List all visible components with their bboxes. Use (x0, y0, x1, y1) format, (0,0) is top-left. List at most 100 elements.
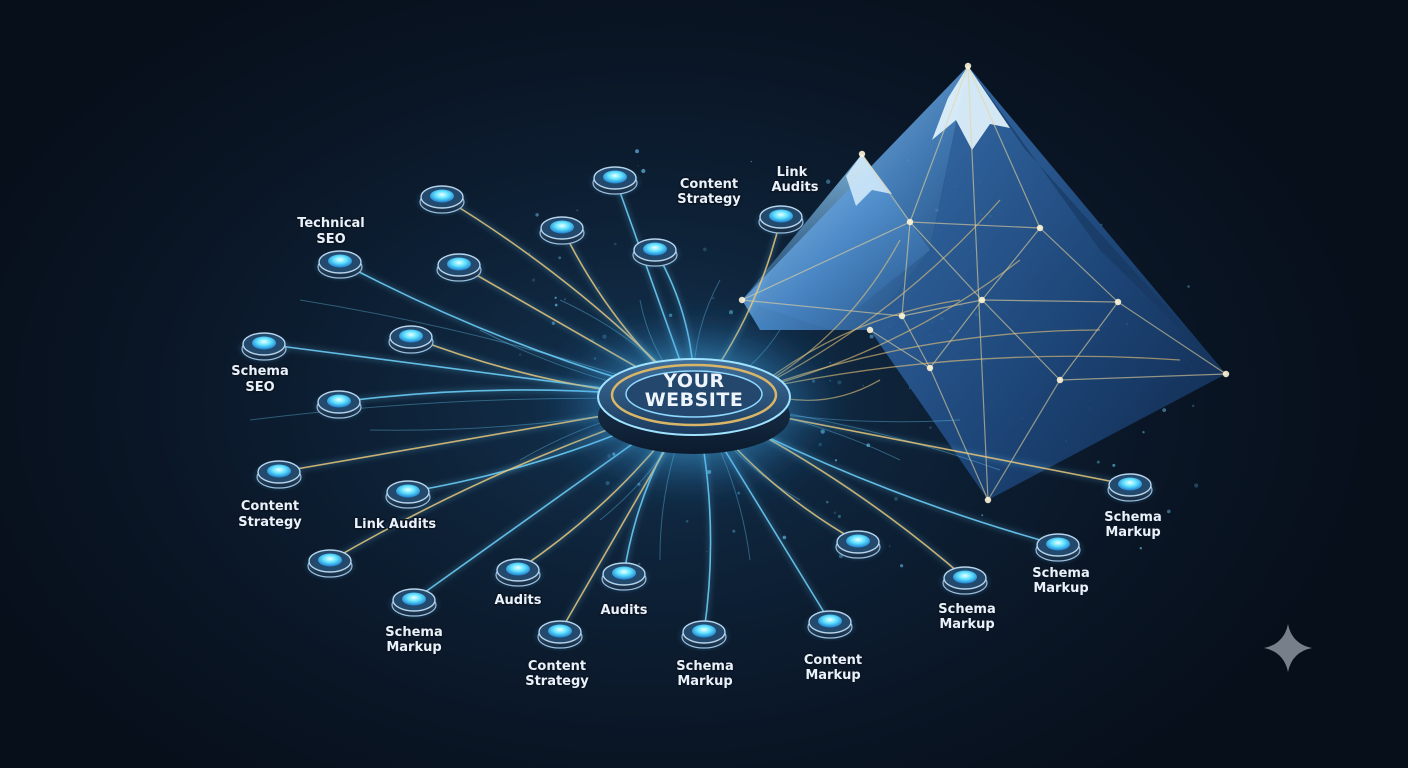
particle (1187, 285, 1190, 288)
particle (706, 551, 708, 553)
node-core (327, 394, 351, 408)
network-node[interactable] (312, 250, 368, 282)
network-node[interactable] (1102, 473, 1158, 505)
label-schema-markup-right-low-line1: Schema (938, 602, 995, 617)
label-schema-markup-right-low: Schema Markup (937, 601, 997, 634)
label-content-markup-bottom-line2: Markup (805, 668, 860, 683)
particle (1112, 463, 1116, 467)
network-node[interactable] (587, 166, 643, 198)
mesh-edge (1059, 373, 1227, 381)
mesh-edge (967, 65, 1041, 229)
node-core (252, 336, 276, 350)
sparkle-icon (1264, 624, 1312, 672)
node-core (550, 220, 574, 234)
particle (1192, 404, 1195, 408)
label-content-markup-bottom: Content Markup (802, 652, 863, 685)
network-node[interactable] (830, 530, 886, 562)
label-schema-markup-bottom-line2: Markup (677, 674, 732, 689)
particle (637, 164, 639, 167)
mesh-vertex (1036, 224, 1044, 232)
node-core (399, 329, 423, 343)
mesh-edge (901, 221, 911, 317)
particle (1162, 408, 1167, 412)
particle (899, 564, 904, 568)
particle (1096, 460, 1100, 464)
particle (1139, 546, 1143, 550)
label-content-strategy-bottom-line2: Strategy (525, 674, 589, 689)
mesh-vertex (964, 62, 972, 70)
network-node[interactable] (311, 390, 367, 422)
network-node[interactable] (676, 620, 732, 652)
particle (750, 160, 753, 163)
particle (981, 514, 984, 517)
mesh-vertex (1222, 370, 1230, 378)
node-core (612, 566, 636, 580)
network-node[interactable] (380, 480, 436, 512)
label-content-strategy-top-line2: Strategy (677, 192, 741, 207)
label-link-audits-left-line1: Link Audits (354, 517, 436, 532)
label-link-audits-top-line2: Audits (771, 180, 818, 195)
particle (576, 209, 579, 212)
hub-inner-disc (625, 370, 763, 418)
mesh-edge (987, 379, 1061, 501)
particle (703, 247, 707, 252)
node-core (846, 534, 870, 548)
network-node[interactable] (414, 185, 470, 217)
network-node[interactable] (802, 610, 858, 642)
network-node[interactable] (431, 253, 487, 285)
network-node[interactable] (532, 620, 588, 652)
hub-gold-ring (610, 363, 778, 427)
node-core (1118, 477, 1142, 491)
mountain-graphic (738, 62, 1230, 504)
node-core (643, 242, 667, 256)
mountain-mesh (738, 62, 1230, 504)
mesh-edge (967, 65, 989, 501)
mesh-vertex (1056, 376, 1064, 384)
network-node[interactable] (490, 558, 546, 590)
particle (573, 519, 575, 521)
label-audits-center: Audits (599, 602, 649, 620)
label-technical-seo-line1: Technical (297, 216, 365, 231)
network-node[interactable] (302, 549, 358, 581)
label-content-strategy-left-line2: Strategy (238, 515, 302, 530)
node-core (402, 592, 426, 606)
label-schema-markup-right-line2: Markup (1105, 525, 1160, 540)
network-node[interactable] (753, 205, 809, 237)
hub-node[interactable]: YOUR WEBSITE (544, 310, 844, 500)
network-node[interactable] (937, 566, 993, 598)
label-schema-markup-bottom-line1: Schema (676, 659, 733, 674)
network-node[interactable] (386, 588, 442, 620)
label-content-strategy-bottom-line1: Content (528, 659, 586, 674)
network-node[interactable] (251, 460, 307, 492)
mesh-vertex (898, 312, 906, 320)
node-core (430, 189, 454, 203)
hub-title-line1: YOUR (662, 370, 724, 392)
network-node[interactable] (534, 216, 590, 248)
particle (551, 321, 556, 325)
network-node[interactable] (627, 238, 683, 270)
particle (1194, 483, 1199, 488)
network-node[interactable] (383, 325, 439, 357)
mesh-edge (929, 299, 983, 369)
label-schema-markup-bottom-left-line1: Schema (385, 625, 442, 640)
particle (834, 459, 838, 462)
particle (866, 443, 871, 448)
label-schema-markup-right-low-line2: Markup (939, 617, 994, 632)
label-content-strategy-left-line1: Content (241, 499, 299, 514)
particle (554, 303, 558, 307)
node-core (769, 209, 793, 223)
network-node[interactable] (1030, 533, 1086, 565)
label-link-audits-top-line1: Link (777, 165, 808, 180)
network-node[interactable] (236, 332, 292, 364)
mesh-edge (909, 221, 983, 301)
mesh-edge (981, 227, 1041, 301)
particle (635, 149, 639, 154)
mesh-edge (981, 299, 1119, 303)
particle (826, 179, 831, 184)
particle (685, 519, 689, 523)
mesh-edge (901, 315, 931, 369)
mesh-vertex (984, 496, 992, 504)
network-node[interactable] (596, 562, 652, 594)
mesh-edge (929, 367, 989, 501)
